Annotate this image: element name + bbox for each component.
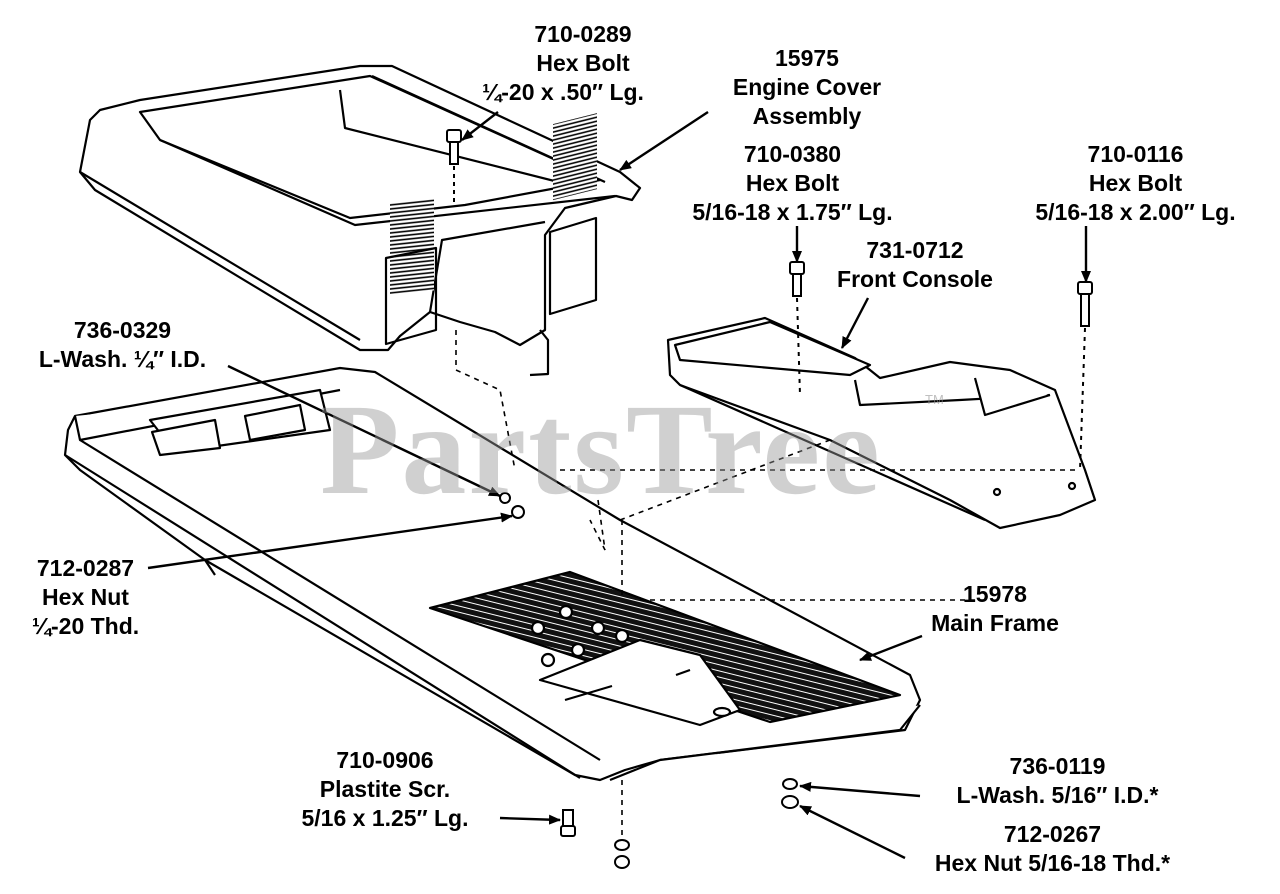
watermark: PartsTree — [320, 378, 882, 522]
part-size: 5/16 x 1.25″ Lg. — [301, 805, 469, 831]
part-name: Hex Nut 5/16-18 Thd.* — [934, 850, 1171, 876]
part-name: Plastite Scr. — [319, 776, 451, 802]
hex-bolt-710-0289 — [446, 129, 462, 205]
part-name: Hex Bolt — [1088, 170, 1183, 196]
part-name: Hex Nut — [42, 584, 129, 610]
part-name-line2: Assembly — [752, 103, 862, 129]
lock-washer-736-0119 — [782, 778, 798, 790]
part-size: ¼-20 x .50″ Lg. — [482, 79, 644, 105]
part-number: 736-0119 — [1009, 753, 1106, 779]
part-name: L-Wash. 5/16″ I.D.* — [956, 782, 1159, 808]
leader-712-0267 — [799, 804, 906, 860]
plastite-screw-710-0906 — [560, 809, 576, 837]
label-710-0380: 710-0380 Hex Bolt 5/16-18 x 1.75″ Lg. — [660, 140, 925, 227]
label-710-0906: 710-0906 Plastite Scr. 5/16 x 1.25″ Lg. — [270, 746, 500, 833]
part-number: 710-0289 — [534, 21, 632, 47]
label-736-0119: 736-0119 L-Wash. 5/16″ I.D.* — [920, 752, 1195, 810]
leader-731-0712 — [840, 297, 870, 349]
label-15975: 15975 Engine Cover Assembly — [712, 44, 902, 131]
leader-710-0906 — [499, 814, 561, 825]
label-712-0267: 712-0267 Hex Nut 5/16-18 Thd.* — [900, 820, 1205, 878]
label-731-0712: 731-0712 Front Console — [815, 236, 1015, 294]
engine-cover-assembly — [78, 64, 642, 377]
part-name: Main Frame — [931, 610, 1059, 636]
part-size: ¼-20 Thd. — [31, 613, 140, 639]
leader-712-0287 — [147, 512, 513, 570]
leader-736-0119 — [799, 781, 921, 798]
part-number: 736-0329 — [73, 317, 172, 343]
leader-15975 — [619, 110, 709, 172]
lock-washer-736-0329 — [499, 492, 511, 504]
part-number: 15978 — [963, 581, 1027, 607]
main-frame — [63, 366, 922, 782]
hex-bolt-710-0116 — [1077, 281, 1093, 471]
hex-nut-712-0287 — [511, 505, 525, 519]
front-console — [666, 316, 1097, 530]
assembly-lines — [455, 330, 1080, 835]
leader-710-0289 — [461, 111, 499, 141]
part-number: 712-0267 — [1003, 821, 1102, 847]
label-736-0329: 736-0329 L-Wash. ¼″ I.D. — [5, 316, 240, 374]
part-number: 15975 — [775, 45, 839, 71]
part-name: Hex Bolt — [536, 50, 630, 76]
part-name: Engine Cover — [732, 74, 882, 100]
part-name: Hex Bolt — [745, 170, 840, 196]
label-710-0116: 710-0116 Hex Bolt 5/16-18 x 2.00″ Lg. — [1003, 140, 1268, 227]
leader-lines — [147, 110, 1091, 860]
part-number: 710-0380 — [743, 141, 842, 167]
label-710-0289: 710-0289 Hex Bolt ¼-20 x .50″ Lg. — [482, 20, 668, 107]
label-712-0287: 712-0287 Hex Nut ¼-20 Thd. — [18, 554, 153, 641]
part-number: 712-0287 — [36, 555, 135, 581]
part-number: 710-0906 — [336, 747, 434, 773]
part-number: 731-0712 — [866, 237, 964, 263]
part-size: 5/16-18 x 1.75″ Lg. — [692, 199, 893, 225]
watermark-trademark: TM — [925, 392, 944, 407]
part-name: L-Wash. ¼″ I.D. — [38, 346, 207, 372]
hex-nut-712-0267 — [781, 795, 799, 809]
part-size: 5/16-18 x 2.00″ Lg. — [1035, 199, 1236, 225]
leader-736-0329 — [227, 364, 501, 498]
part-name: Front Console — [837, 266, 993, 292]
leader-15978 — [859, 634, 923, 662]
part-number: 710-0116 — [1087, 141, 1184, 167]
hardware-stack — [614, 839, 630, 869]
hex-bolt-710-0380 — [789, 261, 805, 396]
label-15978: 15978 Main Frame — [910, 580, 1080, 638]
